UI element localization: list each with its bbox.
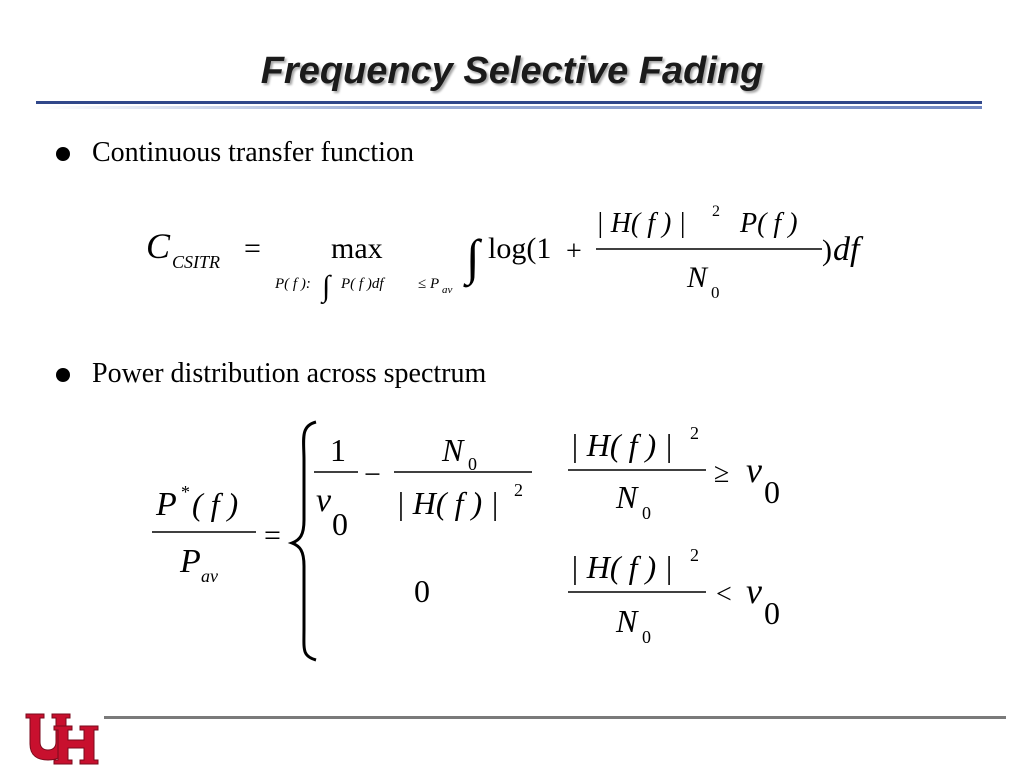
eq1-equals: = bbox=[244, 232, 261, 265]
eq1-num-abs: | H( f ) | bbox=[596, 208, 686, 239]
eq1-constraint-rhs: P bbox=[429, 276, 439, 292]
uh-interlocking-logo-icon bbox=[25, 713, 99, 765]
title-rule bbox=[36, 101, 982, 104]
bullet-item: Power distribution across spectrum bbox=[56, 358, 486, 390]
slide-title: Frequency Selective Fading bbox=[260, 50, 764, 92]
eq1-c-sub: CSITR bbox=[172, 252, 220, 272]
footer-rule bbox=[104, 716, 1006, 719]
bullet-dot-icon bbox=[56, 368, 70, 382]
eq1-constraint-rel: ≤ bbox=[418, 276, 426, 292]
bullet-text: Power distribution across spectrum bbox=[92, 358, 487, 389]
eq1-num-p: P( f ) bbox=[739, 208, 798, 239]
eq1-close: ) bbox=[822, 234, 832, 267]
eq1-plus: + bbox=[566, 236, 582, 267]
eq1-constraint-prefix: P( f ): bbox=[274, 276, 311, 292]
eq1-log: log(1 bbox=[488, 232, 551, 265]
title-rule-accent bbox=[36, 106, 982, 109]
eq1-df: df bbox=[833, 231, 864, 268]
bullet-text: Continuous transfer function bbox=[92, 137, 414, 168]
eq1-c: C bbox=[146, 226, 171, 266]
bullet-item: Continuous transfer function bbox=[56, 137, 414, 169]
eq1-constraint-integral: ∫ bbox=[320, 270, 332, 305]
eq1-num-exp: 2 bbox=[712, 203, 720, 220]
eq1-max: max bbox=[331, 232, 383, 265]
eq1-constraint-rhs-sub: av bbox=[442, 284, 453, 296]
eq1-den: N bbox=[686, 261, 709, 294]
bullet-dot-icon bbox=[56, 147, 70, 161]
eq1-constraint-body: P( f )df bbox=[340, 276, 385, 292]
eq1-integral: ∫ bbox=[463, 229, 483, 288]
eq1-den-sub: 0 bbox=[711, 283, 720, 302]
